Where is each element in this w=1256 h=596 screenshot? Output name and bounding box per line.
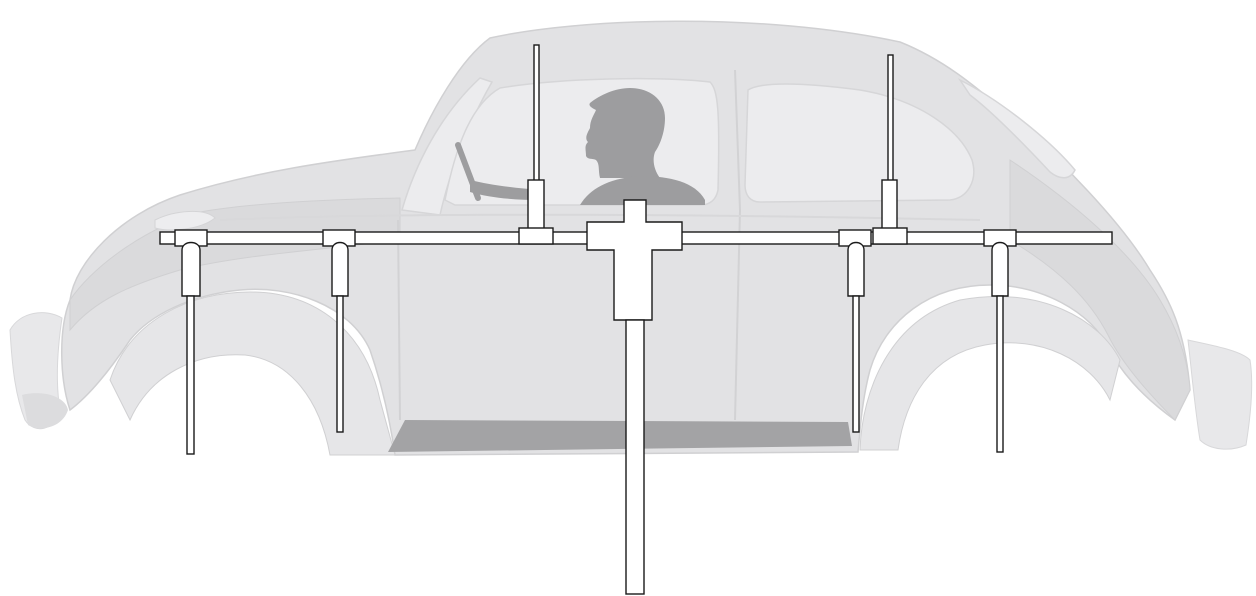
- clamp-5: [873, 228, 907, 244]
- rear-bumper: [1188, 340, 1252, 449]
- leg-2-sleeve: [332, 243, 348, 297]
- center-leg: [626, 320, 644, 594]
- leg-4: [997, 296, 1003, 452]
- leg-1-sleeve: [182, 243, 200, 297]
- leg-3: [853, 296, 859, 432]
- leg-3-sleeve: [848, 243, 864, 297]
- front-bumper-guard: [22, 393, 68, 428]
- clamp-3: [519, 228, 553, 244]
- top-rod-left: [534, 45, 539, 185]
- top-rod-right-sleeve: [882, 180, 897, 230]
- top-rod-right: [888, 55, 893, 183]
- top-rod-left-sleeve: [528, 180, 544, 230]
- leg-2: [337, 296, 343, 432]
- leg-4-sleeve: [992, 243, 1008, 297]
- leg-1: [187, 296, 194, 454]
